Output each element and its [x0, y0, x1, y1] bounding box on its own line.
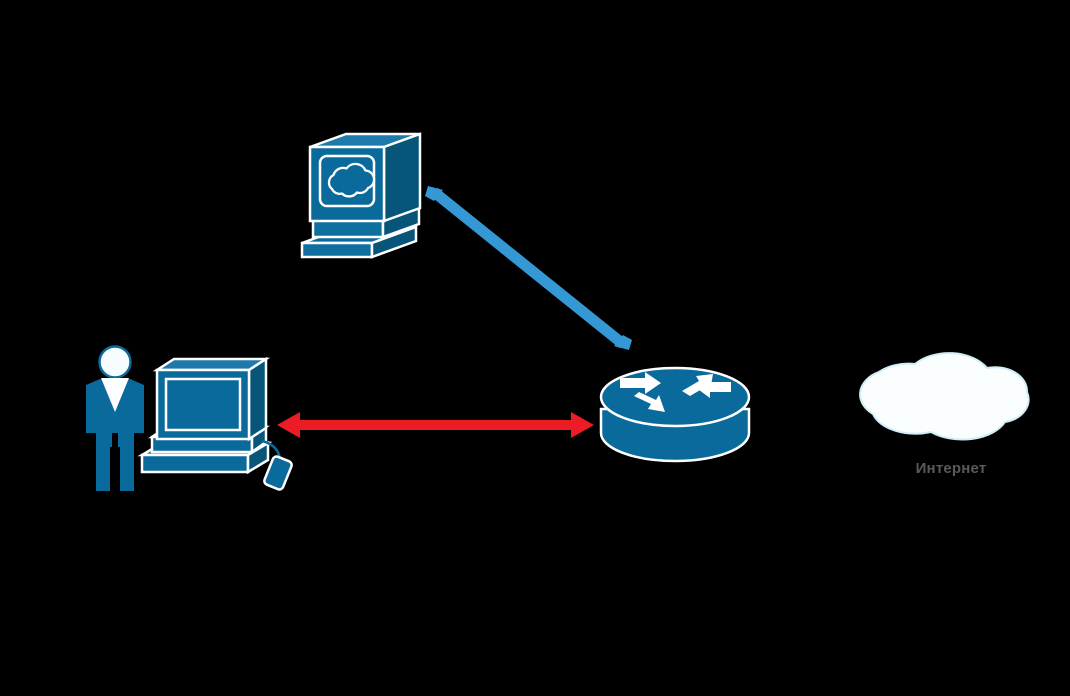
router-top	[599, 366, 751, 428]
router-icon[interactable]	[599, 366, 751, 463]
router-arrow-down-right	[634, 392, 665, 412]
pc-keyboard-front	[140, 453, 250, 474]
pc-screen	[164, 377, 242, 432]
server-base-side	[370, 225, 418, 259]
link-shaft-red	[297, 420, 574, 430]
pc-monitor-front	[155, 368, 251, 441]
router-arrow-left	[695, 376, 731, 398]
arrowhead-left-red	[277, 412, 300, 438]
server-base-front	[300, 241, 374, 259]
cloud-shape	[859, 352, 1030, 441]
pc-mouse	[263, 455, 293, 491]
web-server-icon[interactable]	[300, 132, 422, 259]
internet-label: Интернет	[915, 460, 987, 477]
desktop-pc-icon[interactable]	[137, 356, 293, 491]
link-cap-start-blue	[425, 186, 443, 201]
link-line-blue	[430, 187, 627, 349]
arrowhead-right-red	[571, 412, 594, 438]
server-plinth-front	[311, 218, 385, 239]
link-cap-end-blue	[614, 335, 632, 350]
server-monitor-side	[382, 132, 422, 223]
pc-monitor-side	[247, 356, 268, 442]
links-layer	[277, 186, 632, 438]
person-icon[interactable]	[86, 345, 144, 492]
web-server-to-router-link[interactable]	[425, 186, 632, 350]
person-collar	[101, 378, 129, 412]
person-head	[98, 345, 132, 379]
person-leg-gap	[112, 433, 118, 491]
server-cloud-glyph	[327, 162, 376, 198]
cloud-icon[interactable]	[859, 352, 1030, 441]
pc-keyboard-side	[246, 440, 270, 475]
workstation-to-router-link[interactable]	[277, 412, 594, 438]
router-arrow-right	[620, 372, 661, 394]
